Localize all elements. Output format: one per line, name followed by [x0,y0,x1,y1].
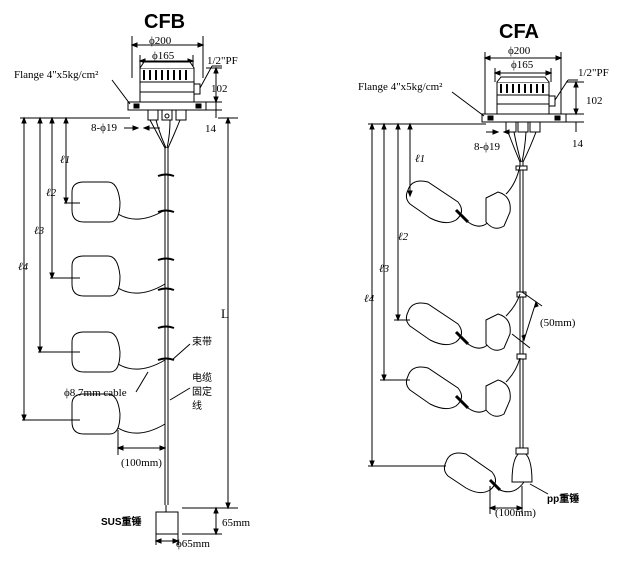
cfb-cable-fix-1: 电缆 [192,373,212,384]
cfb-floats [71,181,166,435]
cfb-dim-100: (100mm) [121,457,162,469]
cfb-l1: ℓ1 [60,154,71,166]
cfb-cable-fix-2: 固定 [192,387,212,398]
cfa-dim-50: (50mm) [540,317,576,329]
cfa-l1: ℓ1 [415,153,426,165]
cfb-L-label: L [221,306,229,321]
cfb-bolts-label: 8-ϕ19 [91,122,117,134]
cfb-l2: ℓ2 [46,187,57,199]
cfa-dim-100: (100mm) [495,507,536,519]
cfa-floats [405,165,525,494]
cfb-dim-65d: ϕ65mm [176,538,210,550]
cfb-head [111,36,222,149]
cfa-dim-165: ϕ165 [511,59,534,71]
cfa-l4: ℓ4 [364,293,375,305]
cfb-dim-200: ϕ200 [149,35,172,47]
cfb-title: CFB [144,11,186,33]
cfa-stem [515,162,528,450]
cfa-bolts-label: 8-ϕ19 [474,141,500,153]
cfb-cable-label: ϕ8.7mm cable [64,387,127,399]
cfb-stem [157,148,175,505]
cfb-dim-165: ϕ165 [152,50,175,62]
cfb-weight-label: SUS重锤 [101,517,142,528]
cfa-dim-102: 102 [586,95,603,107]
cfb-flange-label: Flange 4"x5kg/cm² [14,69,99,81]
cfb-weight [154,505,222,545]
cfa-dim-200: ϕ200 [508,45,531,57]
cfa-weight [511,447,533,483]
cfa-l2: ℓ2 [398,231,409,243]
cfa-thread-label: 1/2"PF [578,67,609,79]
cfa-l3: ℓ3 [379,263,390,275]
cfb-thread-label: 1/2"PF [207,55,238,67]
cfb-dim-102: 102 [211,83,228,95]
cfa-title: CFA [499,21,539,43]
cfb-level-dims [20,116,238,510]
cfa-head [451,52,584,163]
cfa-weight-label: pp重锤 [547,494,580,505]
cfa-level-dims [368,122,549,514]
cfa-dim-14: 14 [572,138,583,150]
cfb-l4: ℓ4 [18,261,29,273]
cfb-dim-14: 14 [205,123,216,135]
cfb-dim-65h: 65mm [222,517,251,529]
cfb-l3: ℓ3 [34,225,45,237]
cfb-cable-fix-3: 线 [192,401,202,412]
cfb-strap-label: 束带 [192,337,212,348]
cfa-flange-label: Flange 4"x5kg/cm² [358,81,443,93]
